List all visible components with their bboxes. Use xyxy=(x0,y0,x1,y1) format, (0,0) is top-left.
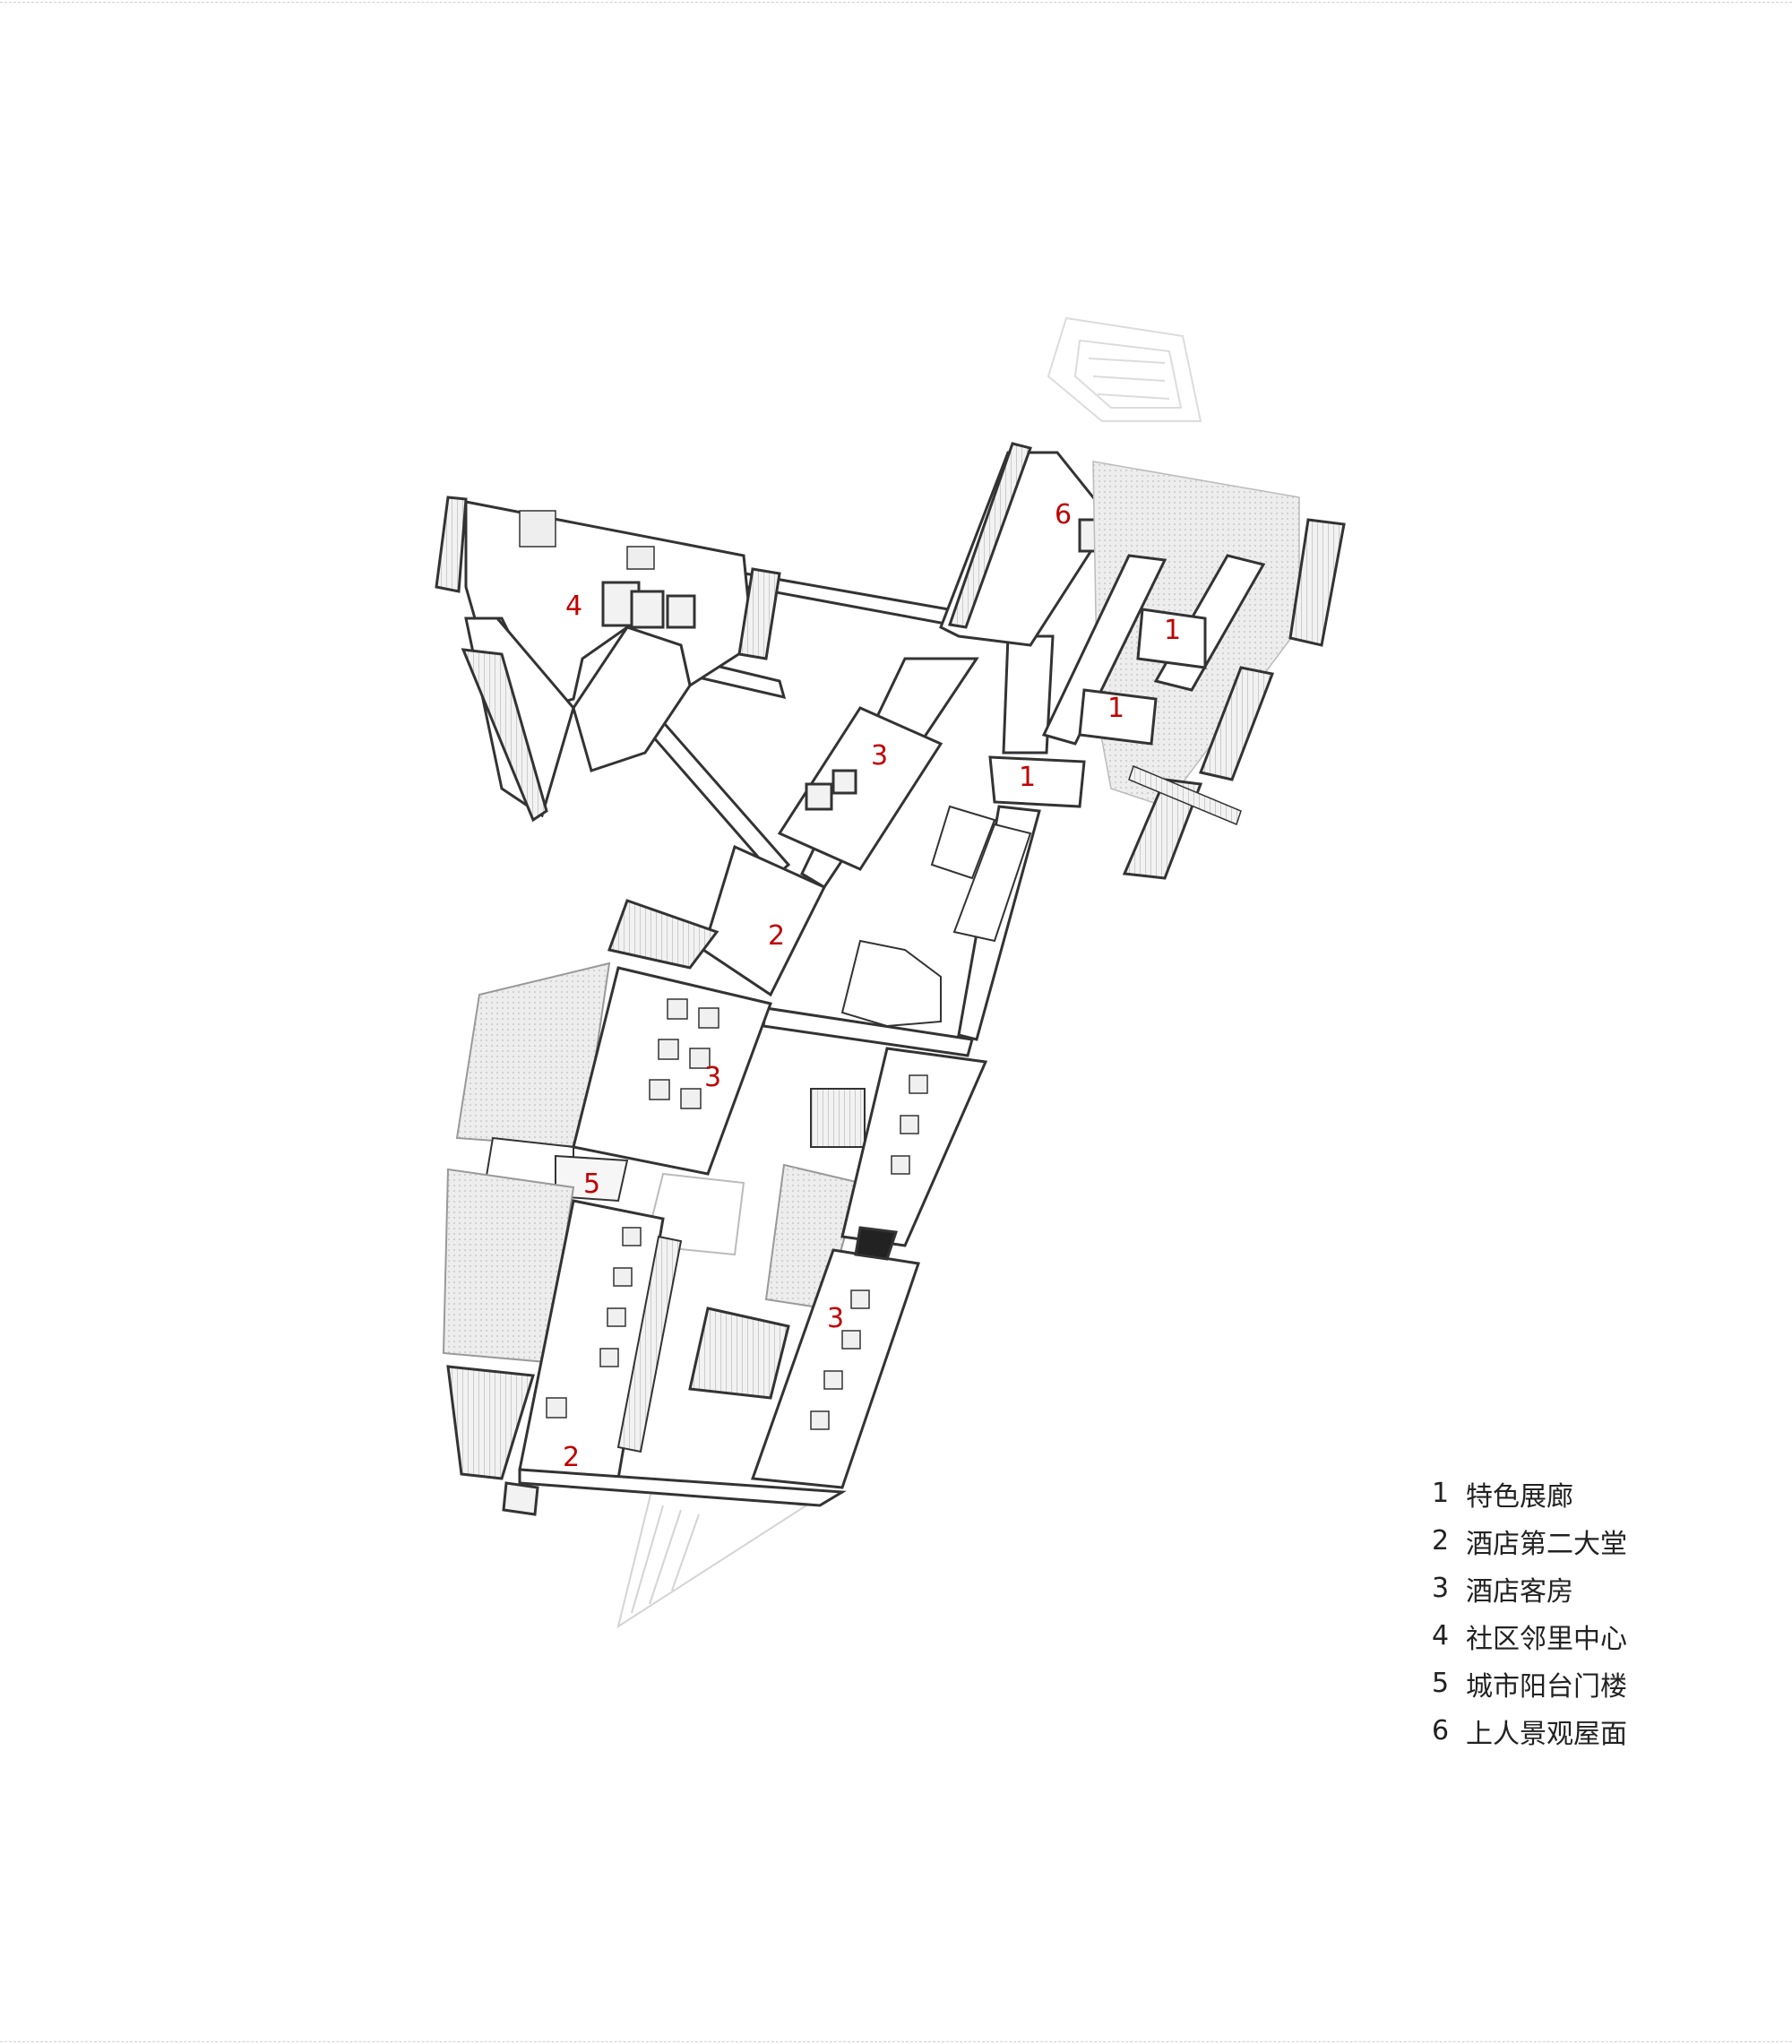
context-south xyxy=(616,1486,809,1629)
zone-2-upper-block xyxy=(607,844,827,997)
legend-number: 5 xyxy=(1432,1668,1450,1699)
legend-number: 2 xyxy=(1432,1525,1450,1557)
zone-label-3-middle: 3 xyxy=(704,1062,722,1093)
zone-2-3-lower-west xyxy=(442,1168,683,1516)
legend-number: 4 xyxy=(1432,1620,1450,1652)
legend-row: 4 社区邻里中心 xyxy=(1432,1612,1627,1660)
legend-number: 1 xyxy=(1432,1478,1450,1509)
legend-number: 6 xyxy=(1432,1715,1450,1746)
legend-label: 社区邻里中心 xyxy=(1466,1623,1627,1655)
context-north xyxy=(1047,316,1202,422)
zone-3-west-block xyxy=(455,962,772,1176)
legend-row: 5 城市阳台门楼 xyxy=(1432,1660,1627,1707)
legend-label: 城市阳台门楼 xyxy=(1466,1670,1627,1703)
zone-label-1-upper: 1 xyxy=(1164,615,1182,646)
legend-row: 1 特色展廊 xyxy=(1432,1470,1627,1517)
zone-label-1-middle: 1 xyxy=(1107,693,1125,724)
zone-3-upper-block xyxy=(777,706,943,871)
legend-label: 上人景观屋面 xyxy=(1466,1718,1627,1750)
zone-label-6: 6 xyxy=(1055,499,1073,530)
legend-label: 特色展廊 xyxy=(1466,1480,1573,1513)
mid-buildings xyxy=(810,805,1032,1148)
zone-label-3-upper: 3 xyxy=(871,740,889,772)
zone-label-5: 5 xyxy=(583,1169,601,1200)
legend: 1 特色展廊 2 酒店第二大堂 3 酒店客房 4 社区邻里中心 5 城市阳台门楼… xyxy=(1432,1470,1627,1755)
bottom-border xyxy=(0,2041,1792,2042)
zone-label-2-upper: 2 xyxy=(768,920,786,952)
legend-number: 3 xyxy=(1432,1573,1450,1604)
zone-label-4: 4 xyxy=(565,591,583,622)
zone-2-lower-block xyxy=(518,1468,847,1507)
legend-label: 酒店客房 xyxy=(1466,1575,1573,1608)
legend-row: 2 酒店第二大堂 xyxy=(1432,1517,1627,1565)
top-border xyxy=(0,2,1792,3)
zone-label-3-lower: 3 xyxy=(827,1303,845,1334)
legend-row: 6 上人景观屋面 xyxy=(1432,1707,1627,1755)
zone-label-1-lower: 1 xyxy=(1019,762,1037,793)
legend-label: 酒店第二大堂 xyxy=(1466,1528,1627,1560)
zone-3-east-block xyxy=(688,1047,988,1489)
zone-6-block xyxy=(939,442,1113,647)
zone-label-2-lower: 2 xyxy=(563,1442,581,1473)
zone-4-block xyxy=(435,496,781,823)
legend-row: 3 酒店客房 xyxy=(1432,1565,1627,1612)
zone-1-cluster xyxy=(988,461,1346,880)
